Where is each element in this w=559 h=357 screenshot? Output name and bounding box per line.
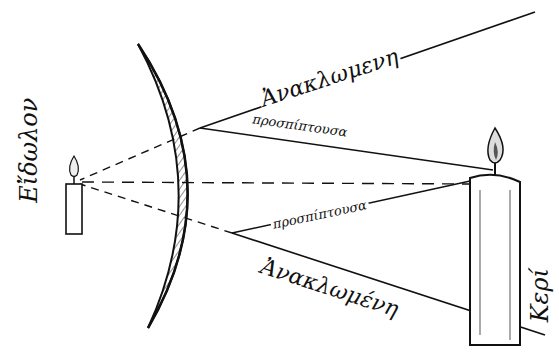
incident-label: προσπίπτουσα <box>250 112 351 140</box>
image-candle <box>66 156 82 234</box>
axis <box>82 182 470 184</box>
image-label: Εἴδωλον <box>17 95 43 204</box>
virtual-ray <box>80 184 232 233</box>
incident-label: προσπίπτουσα <box>270 198 370 233</box>
virtual-ray <box>80 128 200 180</box>
reflected-label: Ἀνακλωμενη <box>256 44 403 112</box>
reflected-ray <box>200 12 535 128</box>
reflected-label: Ἀνακλωμένη <box>256 254 403 322</box>
mirror <box>138 44 188 328</box>
candle-label: Κερί <box>527 266 553 324</box>
candle <box>470 128 520 345</box>
